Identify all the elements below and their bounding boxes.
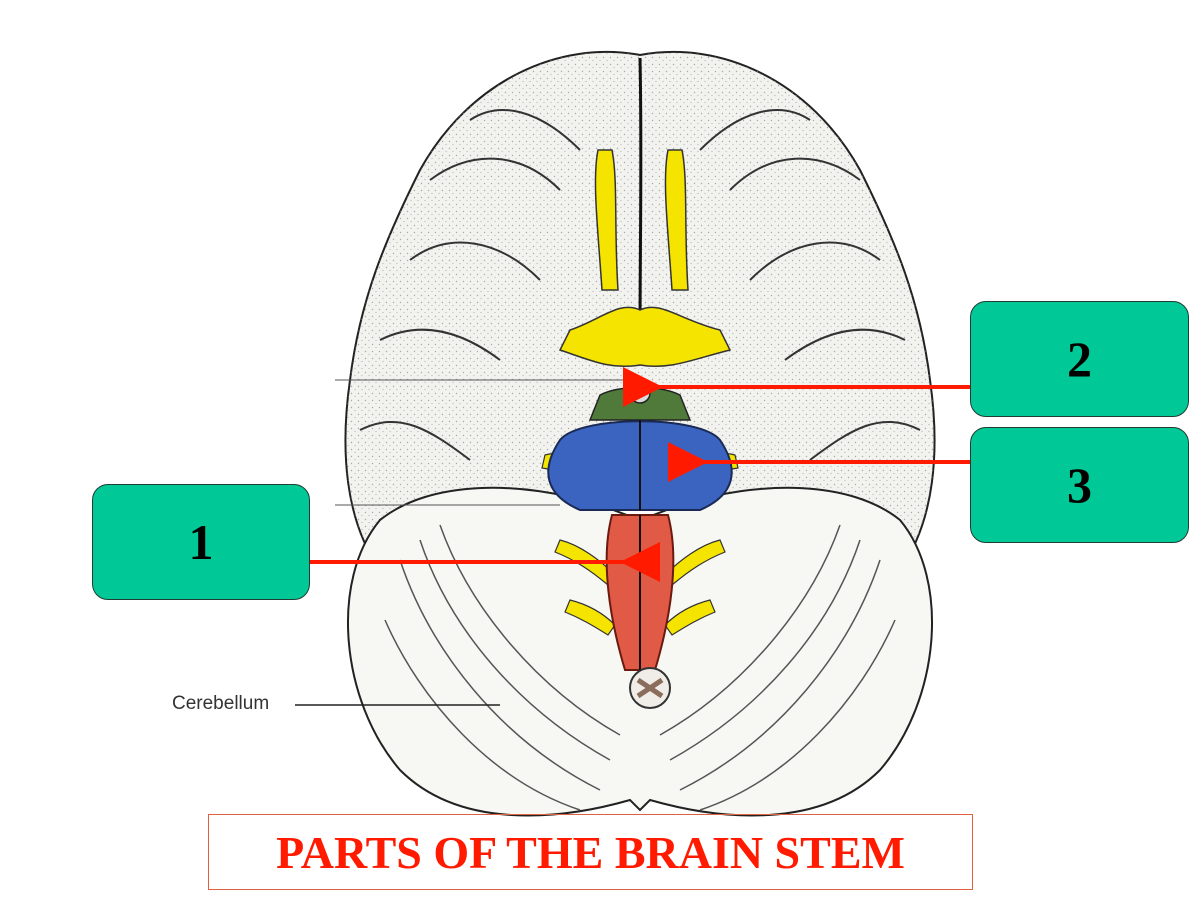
cerebellum-label: Cerebellum <box>172 693 270 714</box>
figure-title: PARTS OF THE BRAIN STEM <box>208 814 973 890</box>
callout-3: 3 <box>970 427 1189 543</box>
callout-3-label: 3 <box>1067 457 1092 513</box>
callout-1: 1 <box>92 484 310 600</box>
olfactory-nerves <box>558 149 732 368</box>
callout-2-label: 2 <box>1067 331 1092 387</box>
callout-1-label: 1 <box>188 514 214 570</box>
pituitary-stalk <box>629 382 651 404</box>
callout-2: 2 <box>970 301 1189 417</box>
